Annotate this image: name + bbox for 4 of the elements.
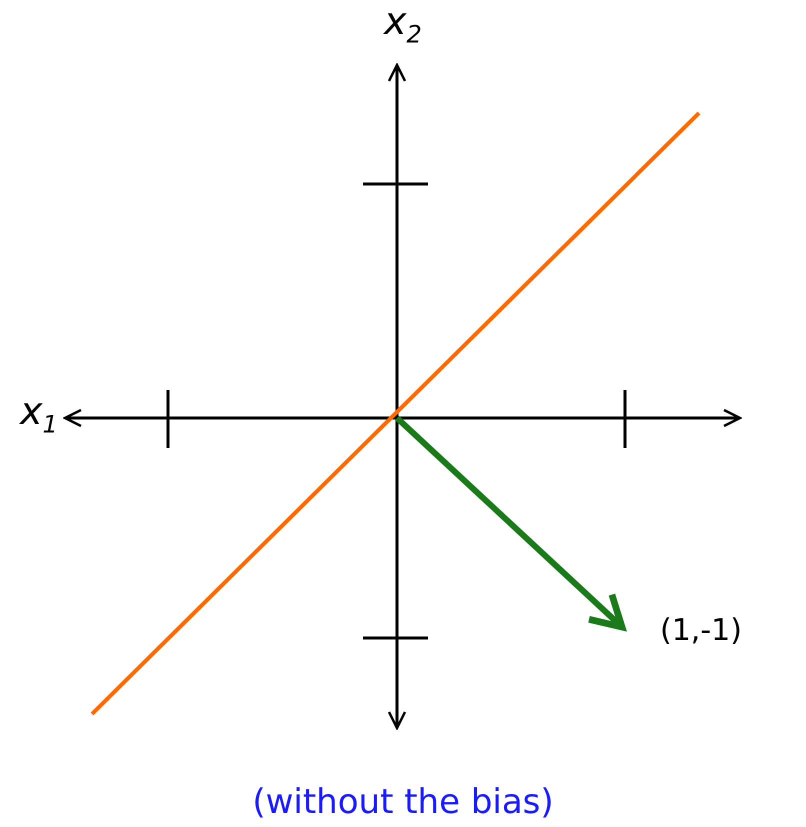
caption: (without the bias)	[251, 785, 555, 819]
point-label: (1,-1)	[660, 616, 742, 646]
axis-label: x$_{2}$	[384, 2, 422, 47]
axis-label: x$_{1}$	[20, 392, 58, 437]
